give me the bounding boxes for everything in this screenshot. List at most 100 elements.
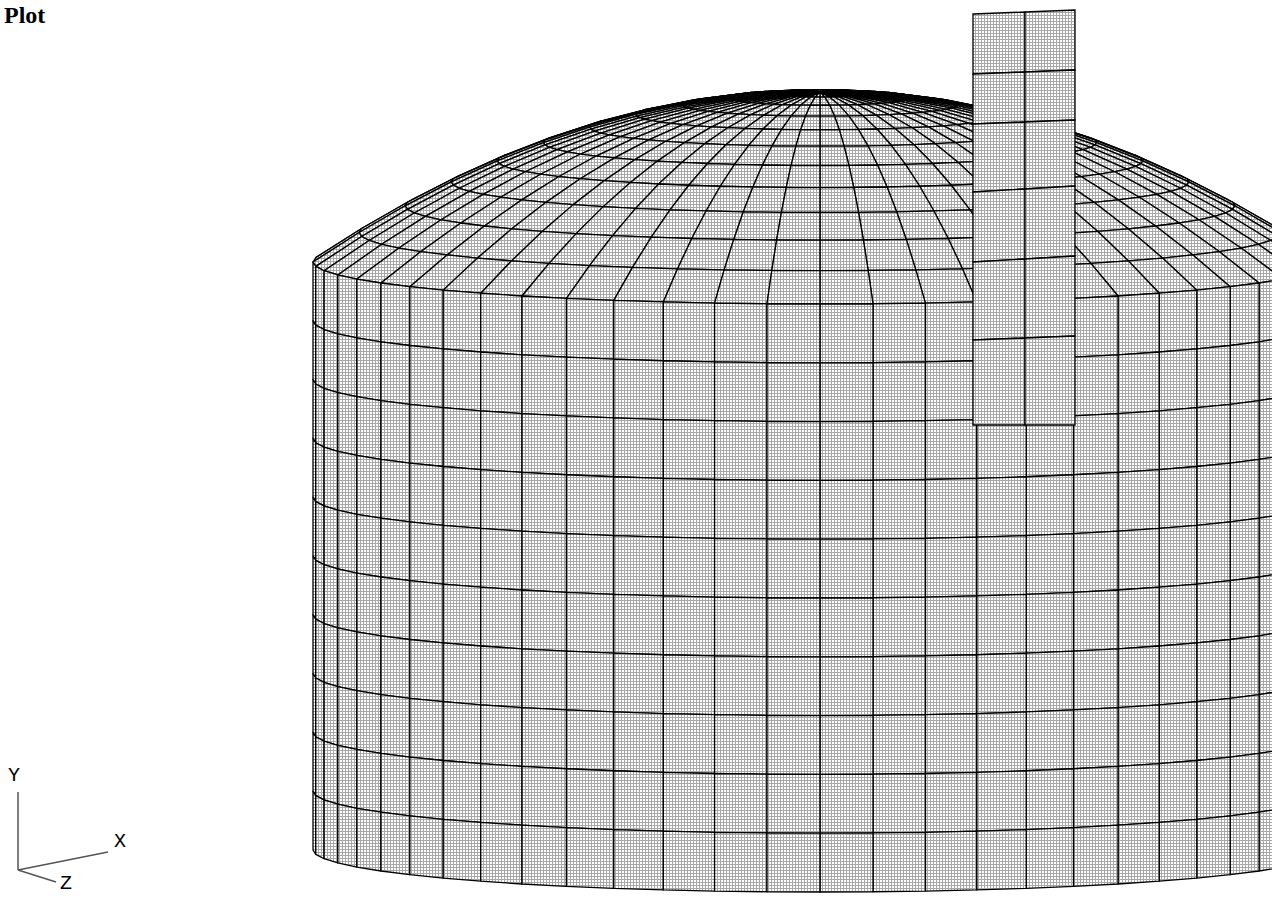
wall-element xyxy=(338,334,357,397)
wall-element xyxy=(1074,766,1119,827)
wall-element xyxy=(1259,397,1272,460)
dome-element xyxy=(810,97,820,105)
wall-element xyxy=(357,573,381,636)
wall-element xyxy=(873,479,925,538)
dome-element xyxy=(820,92,843,97)
dome-element xyxy=(820,212,863,240)
axis-label: Y xyxy=(8,766,20,786)
dome-element xyxy=(859,212,907,240)
wall-element xyxy=(338,510,357,573)
wall-element xyxy=(410,463,443,525)
wall-element xyxy=(567,769,614,830)
axis-triad xyxy=(18,792,108,882)
dome-element xyxy=(820,92,825,97)
wall-element xyxy=(522,355,567,416)
wall-element xyxy=(522,414,567,475)
dome-element xyxy=(781,187,820,212)
x-axis-line xyxy=(18,852,108,870)
wall-element xyxy=(1259,514,1272,577)
wall-element xyxy=(1159,408,1197,470)
wall-element xyxy=(873,832,925,891)
wall-element xyxy=(410,816,443,878)
wall-element xyxy=(381,401,410,463)
wall-element xyxy=(1026,651,1073,712)
wall-element xyxy=(614,477,664,537)
wall-element xyxy=(820,539,873,598)
dome-element xyxy=(743,187,786,212)
wall-element xyxy=(1159,290,1197,352)
wall-element xyxy=(357,749,381,812)
dome-element xyxy=(806,105,820,116)
wall-element xyxy=(338,569,357,632)
wall-element xyxy=(410,639,443,701)
plot-title: Plot xyxy=(4,3,45,27)
dome-element xyxy=(786,92,820,96)
wall-element xyxy=(1259,632,1272,695)
dome-element xyxy=(820,116,839,130)
wall-element xyxy=(820,304,873,363)
wall-element xyxy=(614,594,664,654)
dome-element xyxy=(820,92,847,97)
dome-element xyxy=(810,92,820,97)
wall-element xyxy=(925,831,976,891)
wall-element xyxy=(567,357,614,418)
wall-element xyxy=(820,833,873,892)
wall-element xyxy=(381,283,410,345)
wall-element xyxy=(767,715,820,774)
wall-element xyxy=(767,598,820,657)
wall-element xyxy=(1118,822,1159,884)
axis-label: X xyxy=(114,832,126,852)
wall-element xyxy=(1118,411,1159,473)
wall-element xyxy=(381,518,410,580)
dome-element xyxy=(820,92,851,96)
wall-element xyxy=(1026,710,1073,771)
wall-element xyxy=(338,745,357,808)
wall-element xyxy=(977,653,1027,713)
dome-element xyxy=(801,116,820,130)
wall-element xyxy=(316,678,324,741)
wall-element xyxy=(338,451,357,514)
wall-element xyxy=(357,691,381,754)
wall-element xyxy=(357,632,381,695)
wall-element xyxy=(1197,345,1230,407)
wall-element xyxy=(1118,646,1159,708)
dome-element xyxy=(820,146,849,165)
wall-element xyxy=(567,592,614,653)
wall-element xyxy=(338,275,357,338)
wall-element xyxy=(443,525,481,587)
dome-element xyxy=(820,92,830,97)
wall-element xyxy=(1259,808,1272,871)
dome-element xyxy=(820,92,839,97)
wall-element xyxy=(1230,401,1259,463)
dome-element xyxy=(777,212,820,240)
wall-element xyxy=(820,774,873,833)
wall-element xyxy=(316,384,324,447)
wall-element xyxy=(522,531,567,592)
dome-element xyxy=(806,92,820,97)
dome-element xyxy=(820,97,830,105)
pipe-element xyxy=(1025,10,1075,72)
dome-element xyxy=(789,92,820,96)
wall-element xyxy=(481,764,522,826)
wall-element xyxy=(481,587,522,649)
wall-element xyxy=(443,702,481,764)
wall-element xyxy=(481,293,522,355)
wall-element xyxy=(324,682,338,745)
dome-element xyxy=(854,187,897,212)
wall-element xyxy=(357,338,381,401)
dome-element xyxy=(715,270,772,304)
wall-element xyxy=(614,300,664,360)
wall-element xyxy=(977,477,1027,537)
wall-element xyxy=(663,831,714,891)
wall-element xyxy=(1230,283,1259,345)
wall-element xyxy=(324,506,338,569)
wall-element xyxy=(1118,528,1159,590)
wall-element xyxy=(767,421,820,480)
wall-element xyxy=(324,800,338,863)
wall-element xyxy=(977,536,1027,596)
wall-element xyxy=(925,478,976,538)
wall-element xyxy=(1159,702,1197,764)
wall-element xyxy=(614,830,664,890)
wall-element xyxy=(1230,342,1259,404)
